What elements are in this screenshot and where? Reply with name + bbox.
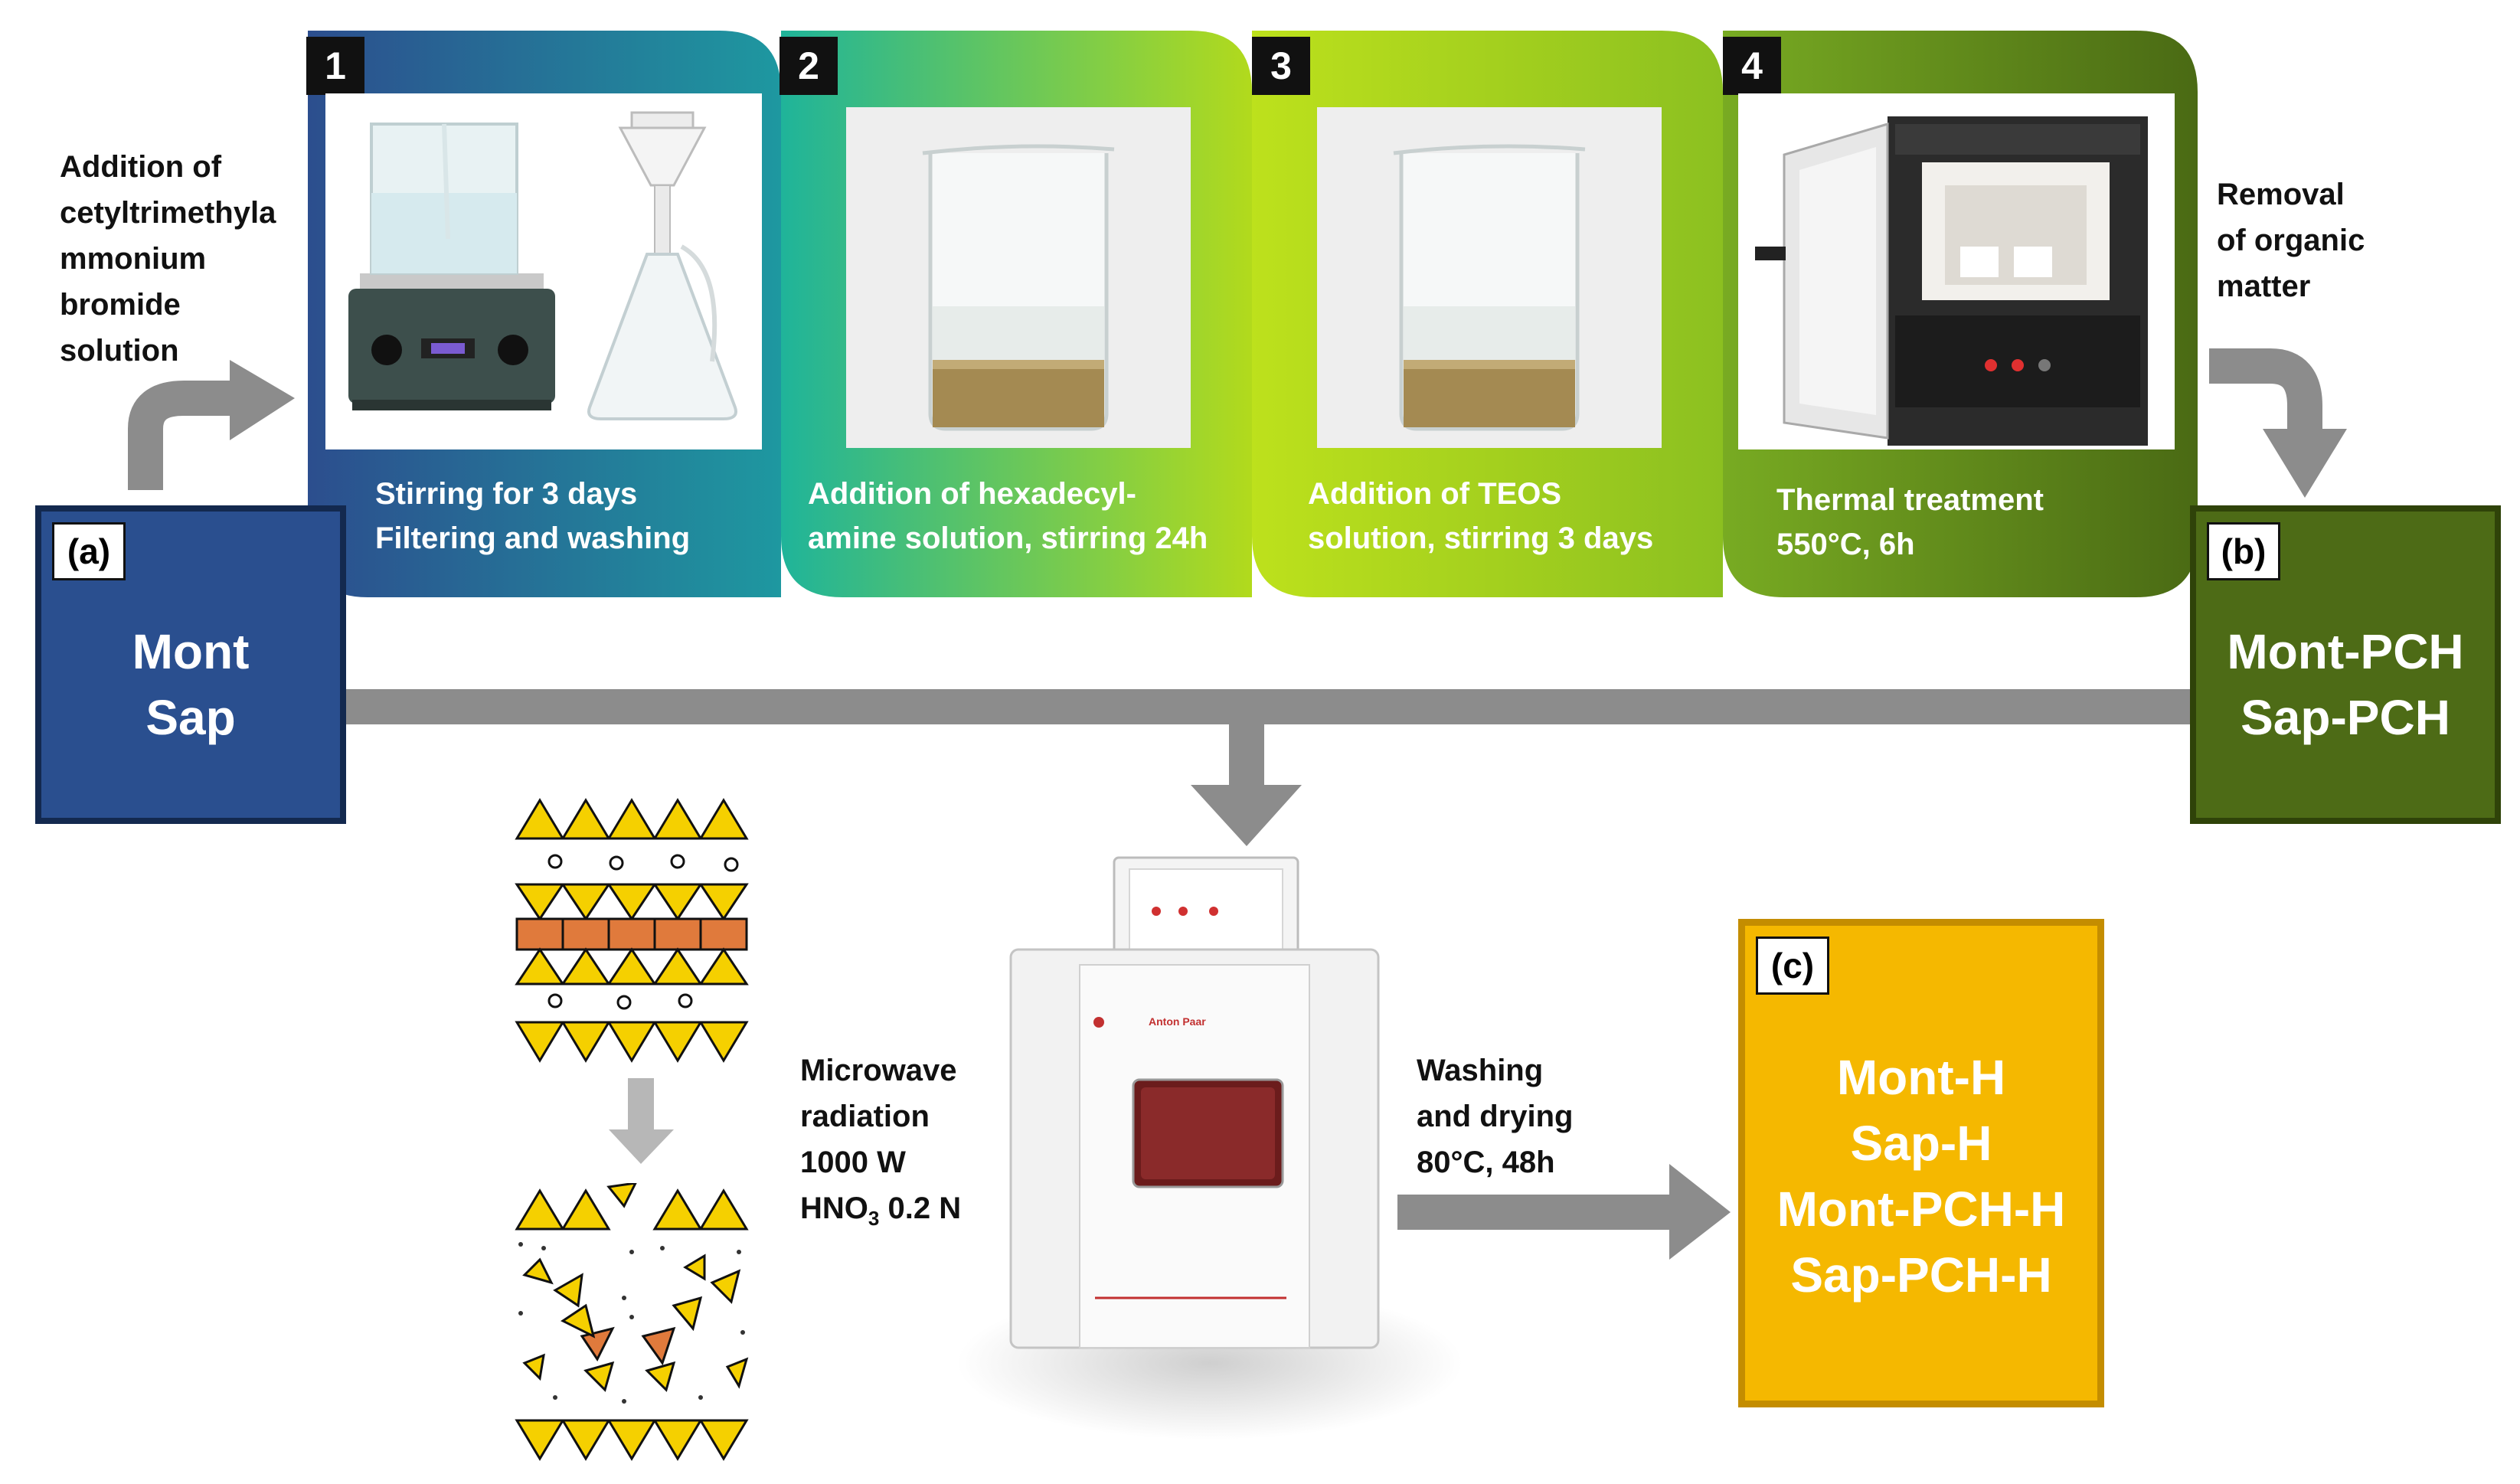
step-2-photo: [846, 107, 1191, 448]
box-b-text: Mont-PCH Sap-PCH: [2227, 624, 2464, 745]
step-2-number: 2: [780, 37, 838, 95]
step-3-number: 3: [1252, 37, 1310, 95]
arrow-to-box-b: [2209, 348, 2322, 429]
microwave-note: Microwave radiation 1000 W HNO3 0.2 N: [800, 1048, 961, 1241]
box-a-mont-sap: (a) Mont Sap: [35, 505, 346, 824]
step-4-number: 4: [1723, 37, 1781, 95]
right-note: Removal of organic matter: [2217, 178, 2365, 303]
microwave-brand: Anton Paar: [1149, 1015, 1206, 1028]
step-1-number: 1: [306, 37, 364, 95]
step-3-photo: [1317, 107, 1662, 448]
arrow-into-step1: [128, 381, 230, 490]
box-c-acid-treated: (c) Mont-H Sap-H Mont-PCH-H Sap-PCH-H: [1738, 919, 2104, 1407]
arrow-to-box-c: [1397, 1195, 1673, 1230]
step-2-caption: Addition of hexadecyl- amine solution, s…: [808, 477, 1208, 555]
box-a-label: (a): [52, 522, 126, 580]
box-b-pch: (b) Mont-PCH Sap-PCH: [2190, 505, 2501, 824]
acid-concentration: HNO3 0.2 N: [800, 1191, 962, 1230]
box-b-label: (b): [2207, 522, 2280, 580]
wash-note: Washing and drying 80°C, 48h: [1417, 1054, 1574, 1179]
step-1-photo: [325, 93, 762, 449]
step-4-photo: [1738, 93, 2175, 449]
furnace-image: [1755, 116, 2148, 446]
microwave-reactor-image: [1009, 856, 1380, 1349]
step-3-caption: Addition of TEOS solution, stirring 3 da…: [1308, 477, 1654, 555]
clay-structure-acid-treated: [515, 1183, 749, 1461]
stirrer-and-flask-image: [348, 111, 737, 420]
box-c-text: Mont-H Sap-H Mont-PCH-H Sap-PCH-H: [1776, 1050, 2066, 1303]
step-4-caption: Thermal treatment 550°C, 6h: [1776, 483, 2044, 561]
step-1-caption: Stirring for 3 days Filtering and washin…: [375, 477, 691, 555]
box-a-text: Mont Sap: [132, 624, 250, 745]
box-c-label: (c): [1756, 936, 1829, 995]
left-note: Addition of cetyltrimethyla mmonium brom…: [60, 150, 276, 368]
beaker-hexadecylamine-image: [922, 144, 1115, 431]
connector-bar: [337, 689, 2190, 724]
clay-structure-intact: [515, 798, 749, 1063]
beaker-teos-image: [1393, 144, 1586, 431]
